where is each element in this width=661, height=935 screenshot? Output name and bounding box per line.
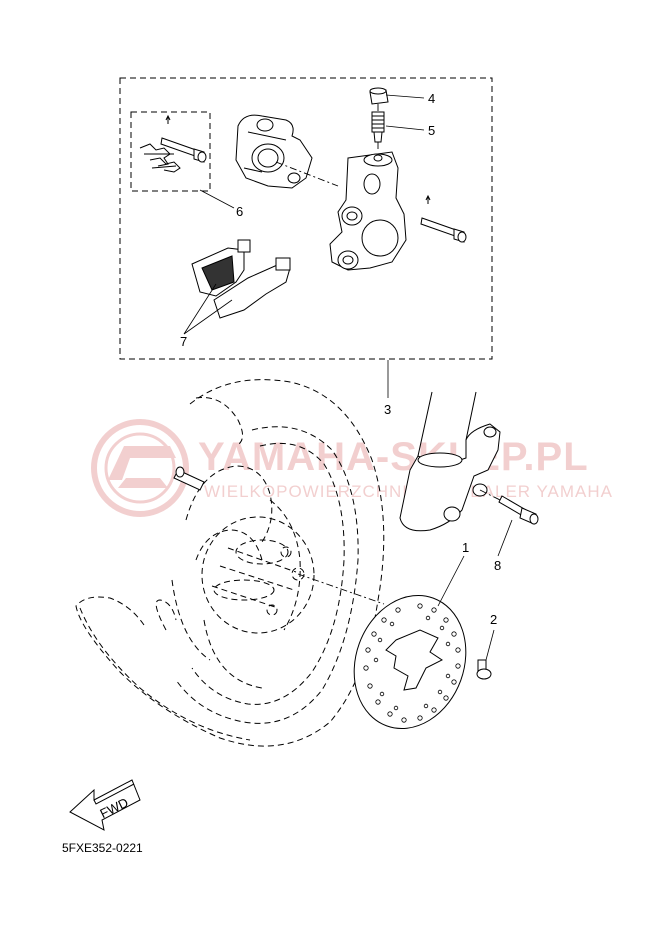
callout-5: 5	[428, 123, 435, 138]
front-fork-part	[399, 391, 501, 532]
leader-lines	[183, 94, 513, 661]
brake-pads-part	[191, 239, 291, 319]
callout-2: 2	[490, 612, 497, 627]
callout-8: 8	[494, 558, 501, 573]
bleed-screw-part	[371, 111, 385, 143]
front-tire	[75, 379, 385, 747]
callout-4: 4	[428, 91, 435, 106]
tire-valve	[173, 466, 205, 491]
disc-axis-line	[297, 573, 385, 605]
forward-direction-arrow: FWD	[69, 779, 141, 831]
fork-axis-line	[479, 489, 513, 507]
fork-bolt-part	[498, 495, 539, 525]
diagram-code: 5FXE352-0221	[62, 841, 143, 855]
callout-6: 6	[236, 204, 243, 219]
bolt-kit-part	[139, 114, 207, 173]
callout-7: 7	[180, 334, 187, 349]
caliper-bolt-part	[420, 194, 467, 243]
bleed-screw-cap-part	[369, 87, 389, 105]
disc-bolt-part	[476, 659, 492, 680]
callout-1: 1	[462, 540, 469, 555]
watermark-logo	[91, 419, 189, 517]
disc-holes	[363, 603, 461, 723]
caliper-body	[329, 151, 407, 271]
callout-3: 3	[384, 402, 391, 417]
brake-disc-part	[353, 594, 467, 730]
caliper-bracket	[235, 114, 313, 189]
wheel-hub	[171, 465, 315, 689]
assembly-axis-line	[275, 161, 339, 187]
watermark-title: YAMAHA-SKLEP.PL	[198, 435, 589, 479]
caliper-assembly-box	[119, 77, 493, 360]
